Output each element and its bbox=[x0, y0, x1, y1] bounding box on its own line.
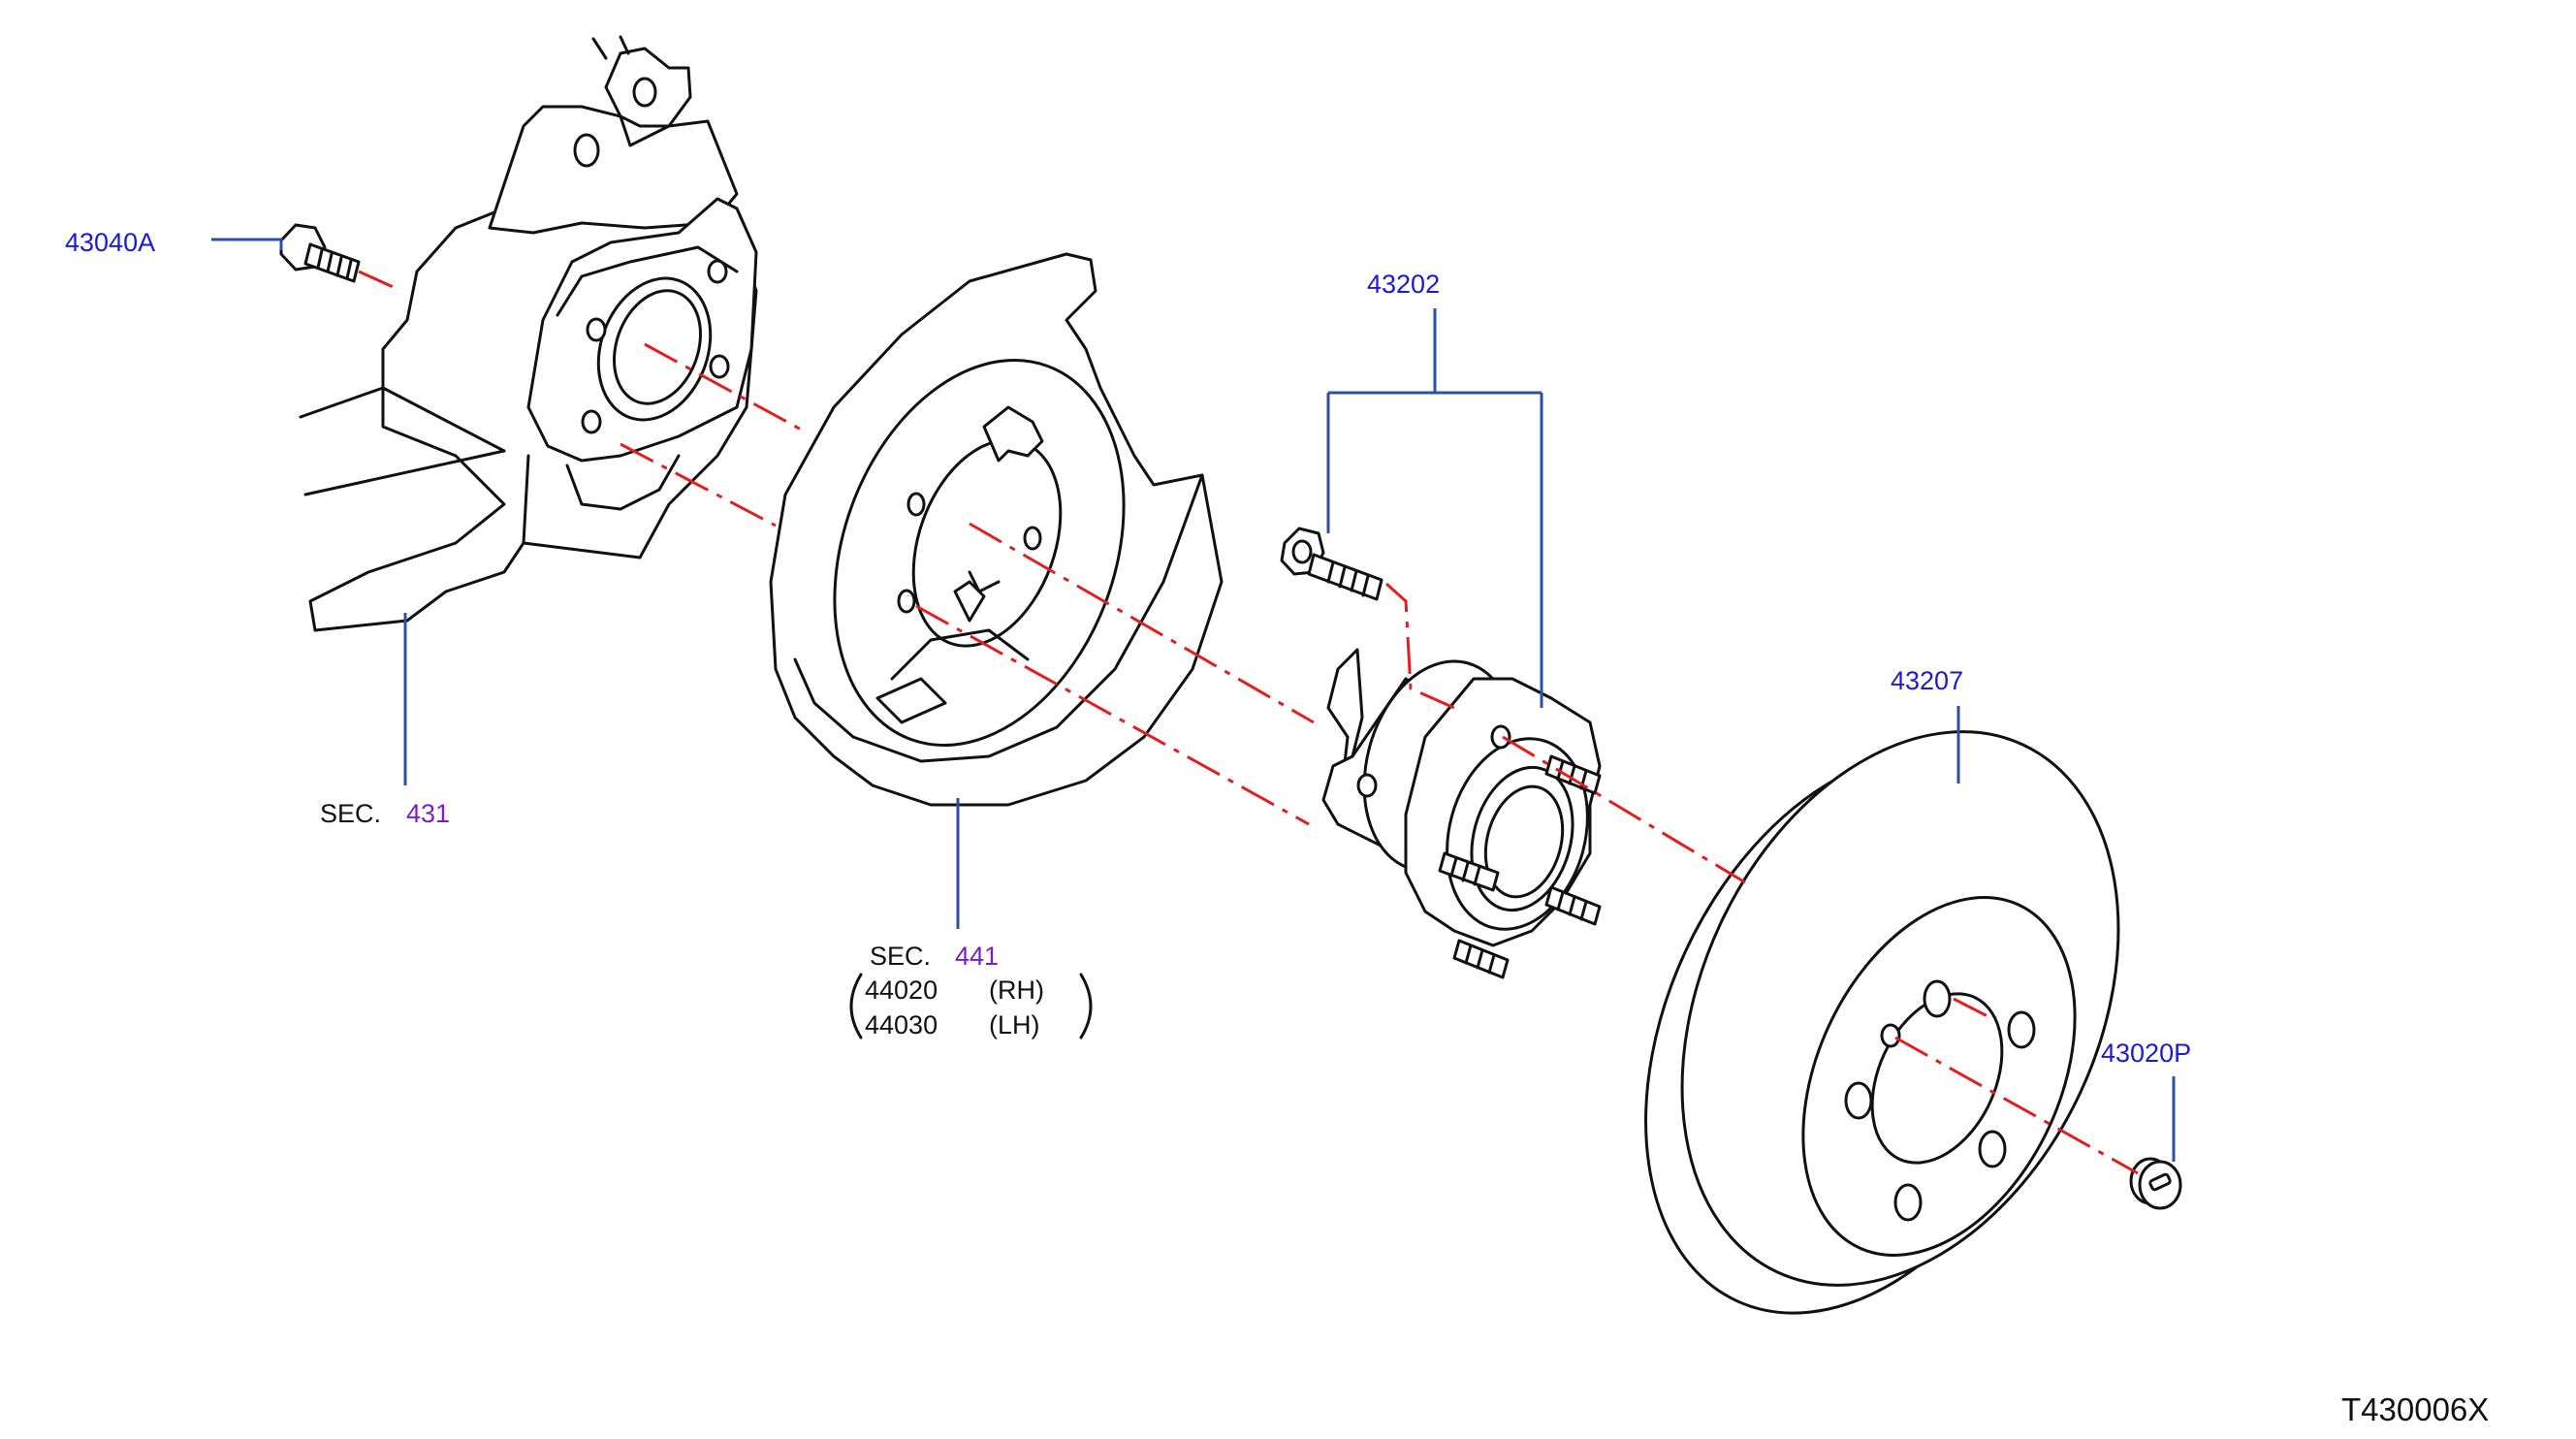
center-lines bbox=[358, 270, 2139, 1175]
bracket-right bbox=[1079, 973, 1093, 1039]
hub-mounting-bolt bbox=[1280, 527, 1383, 601]
leader-lines bbox=[211, 238, 2176, 1162]
callout-rh: (RH) bbox=[989, 975, 1044, 1005]
callout-43207: 43207 bbox=[1891, 666, 1963, 695]
callout-sec-441-number: 441 bbox=[955, 942, 999, 971]
callout-43020p: 43020P bbox=[2101, 1039, 2191, 1068]
callout-43040a: 43040A bbox=[65, 228, 155, 257]
callout-sec-431-number: 431 bbox=[406, 799, 450, 828]
brake-rotor-drawing bbox=[1644, 730, 2120, 1315]
callout-44020: 44020 bbox=[865, 975, 938, 1005]
flange-bolt-43040a bbox=[279, 223, 361, 283]
callout-44030: 44030 bbox=[865, 1010, 938, 1039]
callout-sec-441-prefix: SEC. bbox=[870, 942, 931, 971]
callout-lh: (LH) bbox=[989, 1010, 1040, 1039]
callout-sec-431-prefix: SEC. bbox=[320, 799, 381, 828]
knuckle-drawing bbox=[299, 35, 758, 632]
backing-plate-drawing bbox=[769, 252, 1224, 807]
bracket-left bbox=[849, 973, 863, 1039]
rubber-plug-43020p bbox=[2129, 1157, 2182, 1210]
diagram-code: T430006X bbox=[2341, 1391, 2489, 1427]
hub-assembly-drawing bbox=[1321, 648, 1602, 979]
callout-43202: 43202 bbox=[1367, 270, 1440, 299]
